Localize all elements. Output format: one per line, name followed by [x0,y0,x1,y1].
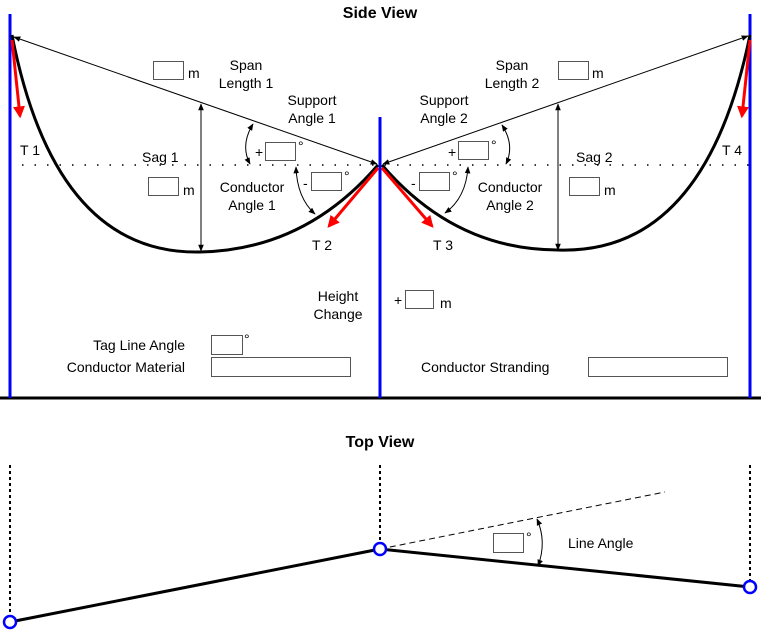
tag-line-angle-label: Tag Line Angle [93,337,185,353]
height-change-label: Height Change [313,288,363,322]
tension-arrow-t1 [10,39,25,119]
line-angle-unit: ° [526,529,532,545]
sag-1-unit: m [183,182,195,198]
tag-line-angle-unit: ° [244,331,250,347]
top-conductor-1 [9,547,381,624]
span-length-2-input[interactable] [558,61,589,80]
sag-2-input[interactable] [569,177,600,196]
span-length-1-unit: m [188,65,200,81]
conductor-stranding-label: Conductor Stranding [421,359,550,375]
tension-arrow-t3 [380,167,434,228]
conductor-angle-1-input[interactable] [311,172,342,191]
line-angle-arc [536,518,543,567]
support-angle-2-unit: ° [491,137,497,153]
span-line-1 [13,36,378,165]
conductor-angle-2-unit: ° [452,168,458,184]
side-view-title: Side View [342,5,418,22]
top-view-title: Top View [345,434,415,451]
conductor-angle-2-arc [444,166,471,214]
span-line-2 [382,35,749,165]
span-length-1-label: Span Length 1 [218,57,274,91]
support-angle-2-label: Support Angle 2 [419,92,469,126]
height-change-sign: + [394,292,403,308]
span-length-1-input[interactable] [153,61,184,80]
tag-line-angle-input[interactable] [211,335,243,355]
support-angle-1-input[interactable] [265,142,296,161]
conductor-angle-2-input[interactable] [419,172,450,191]
t1-label: T 1 [20,142,40,158]
conductor-material-label: Conductor Material [66,359,185,375]
sag-2-label: Sag 2 [576,149,613,165]
conductor-stranding-input[interactable] [588,357,728,377]
support-angle-1-sign: + [255,144,264,160]
support-angle-1-unit: ° [298,138,304,154]
support-angle-2-sign: + [448,144,457,160]
conductor-angle-1-arc [293,166,316,215]
conductor-span-2 [380,34,752,252]
tension-arrow-t2 [327,167,380,228]
conductor-material-input[interactable] [211,357,351,377]
t2-label: T 2 [312,237,332,253]
top-support-center [372,541,388,557]
top-conductor-2 [379,547,751,589]
support-angle-1-arc [244,123,254,165]
span-length-2-unit: m [592,65,604,81]
sag-2-unit: m [604,182,616,198]
sag-1-label: Sag 1 [142,149,179,165]
conductor-angle-2-label: Conductor Angle 2 [477,179,543,213]
support-angle-2-input[interactable] [458,141,489,160]
support-angle-1-label: Support Angle 1 [287,92,337,126]
line-angle-extension [379,491,666,550]
support-angle-2-arc [501,124,512,165]
conductor-angle-1-sign: - [303,175,308,191]
conductor-angle-1-unit: ° [344,168,350,184]
height-change-unit: m [440,295,452,311]
t4-label: T 4 [722,142,742,158]
span-length-2-label: Span Length 2 [484,57,540,91]
conductor-span-1 [10,34,380,254]
top-support-right [742,579,758,595]
t3-label: T 3 [433,237,453,253]
sag-1-input[interactable] [148,177,179,196]
height-change-input[interactable] [405,290,434,309]
conductor-angle-1-label: Conductor Angle 1 [219,179,285,213]
tension-arrow-t4 [737,39,752,119]
line-angle-input[interactable] [493,533,524,553]
line-angle-label: Line Angle [568,535,634,551]
top-support-left [2,614,18,630]
conductor-angle-2-sign: - [411,175,416,191]
